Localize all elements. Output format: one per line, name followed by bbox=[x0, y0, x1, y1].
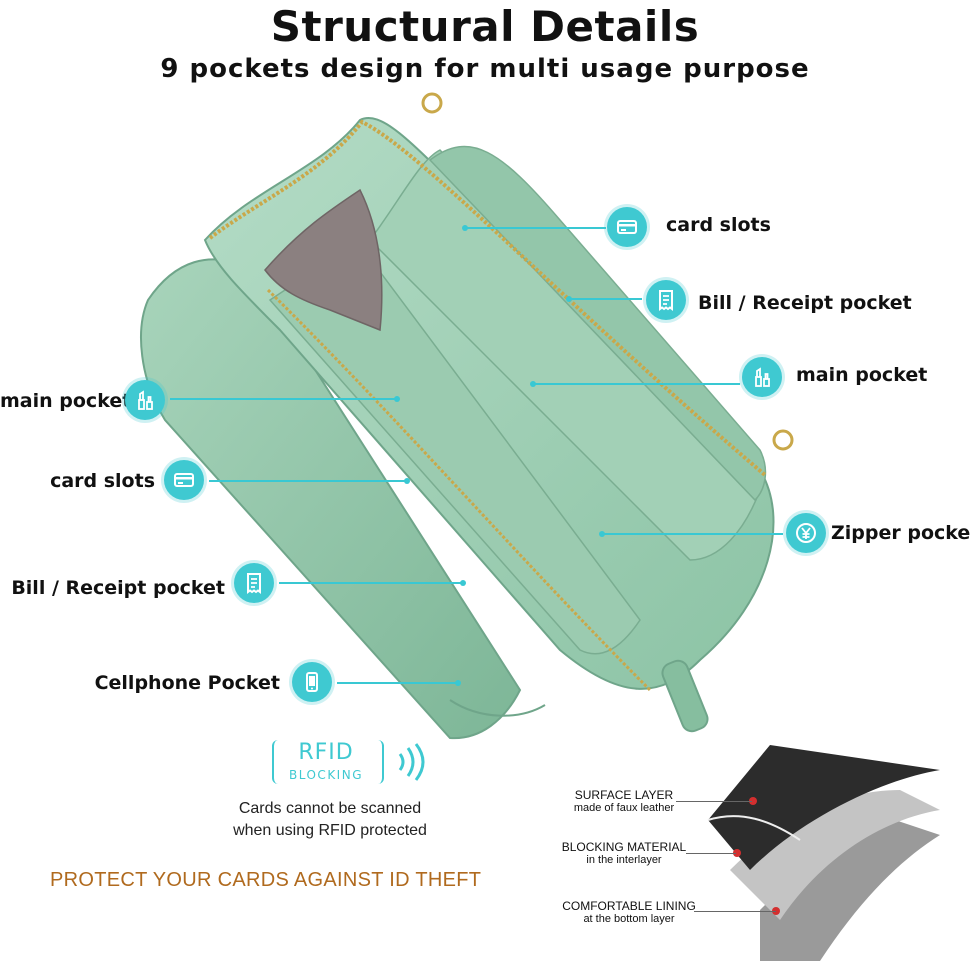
protect-slogan: PROTECT YOUR CARDS AGAINST ID THEFT bbox=[50, 869, 482, 891]
callout-dot bbox=[404, 478, 410, 484]
layer-diagram bbox=[707, 745, 940, 961]
callout-dot bbox=[566, 296, 572, 302]
callout-label-main-right: main pocket bbox=[796, 364, 928, 386]
callout-label-zipper-right: Zipper pocket bbox=[831, 522, 970, 544]
page-subtitle: 9 pockets design for multi usage purpose bbox=[160, 54, 810, 84]
layer-sub: in the interlayer bbox=[586, 854, 662, 866]
receipt-icon bbox=[234, 563, 274, 603]
layer-title: SURFACE LAYER bbox=[574, 788, 674, 802]
lipstick-icon bbox=[742, 357, 782, 397]
callout-dot bbox=[394, 396, 400, 402]
page-title: Structural Details bbox=[270, 2, 700, 51]
layer-leader-line bbox=[676, 801, 752, 802]
rfid-badge: RFID BLOCKING bbox=[272, 740, 384, 786]
callout-label-card-slots-left: card slots bbox=[50, 470, 155, 492]
layer-leader-line bbox=[694, 911, 776, 912]
callout-label-bill-right: Bill / Receipt pocket bbox=[698, 292, 912, 314]
layer-sub: made of faux leather bbox=[573, 802, 675, 814]
layer-sub: at the bottom layer bbox=[583, 913, 675, 925]
rfid-note-line1: Cards cannot be scanned bbox=[238, 800, 422, 817]
card-icon bbox=[164, 460, 204, 500]
callout-dot bbox=[462, 225, 468, 231]
layer-title: BLOCKING MATERIAL bbox=[561, 840, 687, 854]
callout-line-main-left bbox=[170, 398, 398, 400]
callout-line-card-slots-right bbox=[466, 227, 606, 229]
callout-dot bbox=[599, 531, 605, 537]
lipstick-icon bbox=[125, 380, 165, 420]
phone-icon bbox=[292, 662, 332, 702]
rfid-badge-bottom: BLOCKING bbox=[289, 768, 363, 782]
callout-label-main-left: main pocket bbox=[0, 390, 132, 412]
callout-line-bill-right bbox=[570, 298, 642, 300]
callout-line-zipper-right bbox=[603, 533, 783, 535]
rfid-note-line2: when using RFID protected bbox=[233, 822, 427, 839]
callout-dot bbox=[530, 381, 536, 387]
callout-dot bbox=[460, 580, 466, 586]
callout-label-bill-left: Bill / Receipt pocket bbox=[11, 577, 225, 599]
layer-label-surface: SURFACE LAYER made of faux leather bbox=[562, 788, 686, 814]
layer-leader-line bbox=[686, 853, 736, 854]
callout-line-cellphone-left bbox=[337, 682, 459, 684]
layer-label-lining: COMFORTABLE LINING at the bottom layer bbox=[562, 899, 696, 925]
card-icon bbox=[607, 207, 647, 247]
callout-dot bbox=[455, 680, 461, 686]
rfid-note: Cards cannot be scanned when using RFID … bbox=[210, 798, 450, 842]
callout-line-bill-left bbox=[279, 582, 464, 584]
callout-line-card-slots-left bbox=[209, 480, 408, 482]
layer-title: COMFORTABLE LINING bbox=[562, 899, 696, 913]
layer-label-blocking: BLOCKING MATERIAL in the interlayer bbox=[560, 840, 688, 866]
callout-line-main-right bbox=[534, 383, 740, 385]
callout-label-card-slots-right: card slots bbox=[666, 214, 771, 236]
receipt-icon bbox=[646, 280, 686, 320]
rfid-badge-top: RFID bbox=[298, 740, 354, 765]
yen-coin-icon bbox=[786, 513, 826, 553]
signal-waves-icon bbox=[398, 743, 425, 781]
callout-label-cellphone-left: Cellphone Pocket bbox=[94, 672, 280, 694]
